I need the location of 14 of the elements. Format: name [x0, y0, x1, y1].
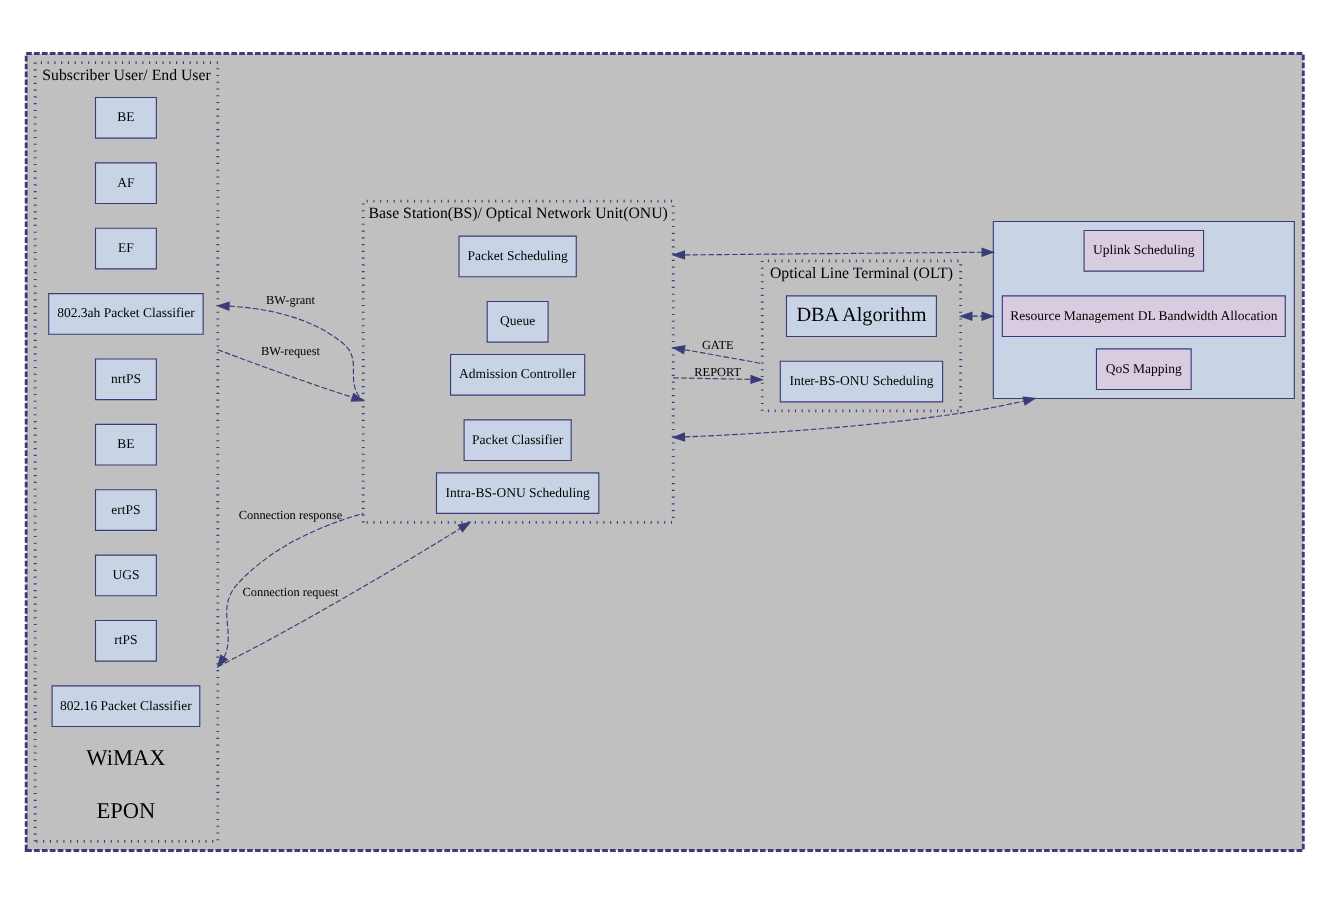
- arrow: [217, 348, 365, 401]
- arrow: [671, 395, 1037, 441]
- arrow: [671, 344, 763, 364]
- arrow: [216, 300, 364, 401]
- cluster: [24, 51, 1305, 851]
- cluster: [992, 219, 1295, 399]
- arrow: [672, 373, 764, 384]
- node-box: DBA Algorithm: [785, 294, 937, 337]
- label: WiMAX: [86, 745, 166, 770]
- arrow: [671, 246, 996, 259]
- label: EPON: [96, 798, 156, 823]
- arrow: [216, 511, 364, 668]
- arrow: [217, 520, 472, 667]
- arrow: [958, 310, 996, 320]
